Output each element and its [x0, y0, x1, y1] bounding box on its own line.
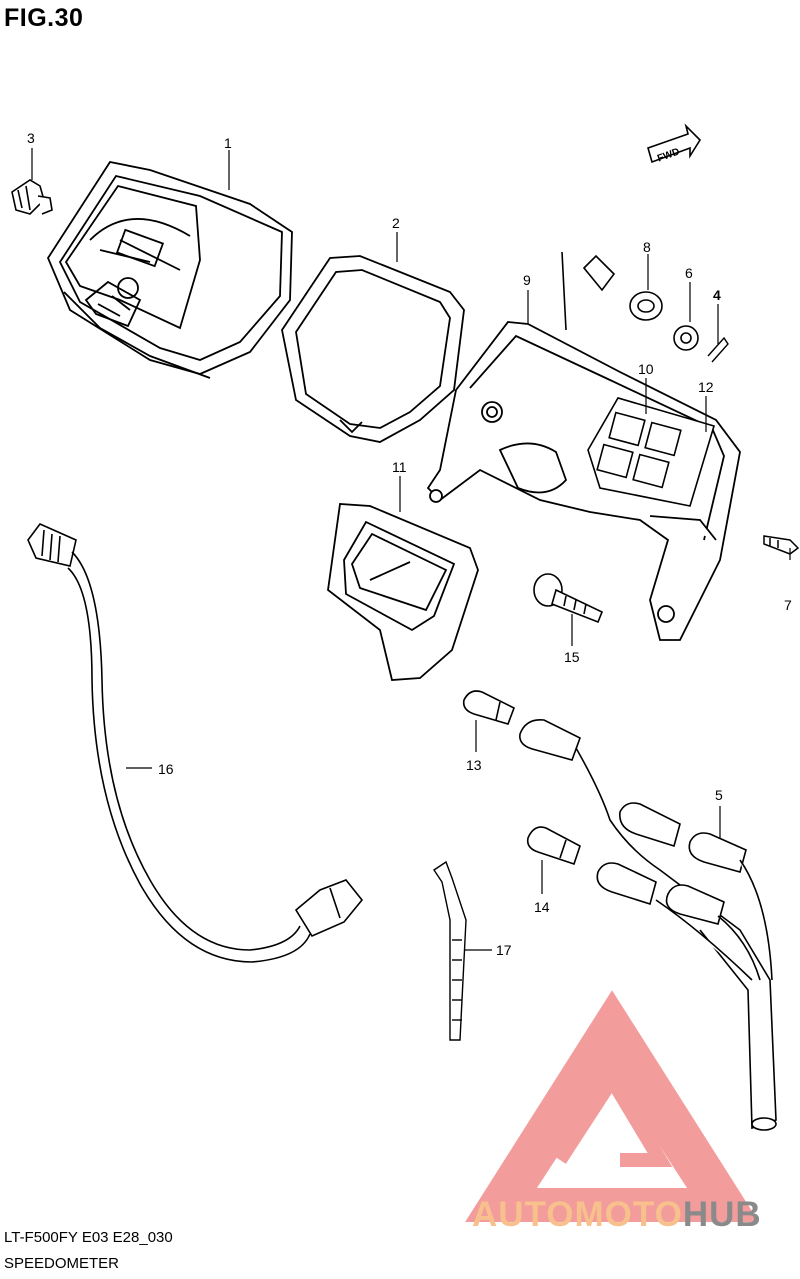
callout-labels: 1 2 3 4 5 6 7 8 9 10 11 12 13 14 15 16 1… — [27, 130, 792, 958]
model-code: LT-F500FY E03 E28_030 — [4, 1229, 173, 1246]
callout-10: 10 — [638, 361, 654, 377]
part-16-speedometer-cable — [27, 523, 364, 963]
part-10-indicator-panel — [587, 397, 715, 507]
part-14-bulb — [526, 826, 581, 866]
part-3-reset-knob — [11, 179, 53, 215]
section-name: SPEEDOMETER — [4, 1255, 120, 1272]
watermark-logo — [465, 990, 759, 1222]
callout-6: 6 — [685, 265, 693, 281]
part-5-wiring-harness — [519, 718, 777, 1131]
watermark-brand-text: AUTOMOTOHUB — [472, 1195, 762, 1235]
part-1-speedometer-gauge — [46, 160, 293, 379]
callout-17: 17 — [496, 942, 512, 958]
callout-2: 2 — [392, 215, 400, 231]
callout-5: 5 — [715, 787, 723, 803]
callout-4: 4 — [713, 287, 721, 303]
part-17-cable-tie — [433, 860, 467, 1041]
callout-leaders — [31, 148, 791, 951]
callout-7: 7 — [784, 597, 792, 613]
part-7-screw — [763, 535, 800, 555]
callout-16: 16 — [158, 761, 174, 777]
watermark-text-hub: HUB — [682, 1195, 762, 1234]
part-8-grommet — [629, 291, 663, 321]
part-6-washer — [673, 325, 699, 351]
callout-12: 12 — [698, 379, 714, 395]
part-11-lcd-display — [327, 503, 479, 681]
bulb-socket-small — [561, 251, 616, 331]
callout-1: 1 — [224, 135, 232, 151]
watermark-text-automoto: AUTOMOTO — [472, 1195, 683, 1234]
fwd-arrow-icon: FWD — [647, 123, 702, 165]
part-2-gasket — [281, 255, 465, 443]
part-4-clip — [707, 336, 729, 363]
callout-3: 3 — [27, 130, 35, 146]
callout-9: 9 — [523, 272, 531, 288]
part-13-bulb — [462, 690, 516, 725]
callout-15: 15 — [564, 649, 580, 665]
callout-13: 13 — [466, 757, 482, 773]
part-15-bolt — [533, 573, 604, 624]
callout-8: 8 — [643, 239, 651, 255]
callout-14: 14 — [534, 899, 550, 915]
figure-title: FIG.30 — [4, 4, 84, 32]
callout-11: 11 — [392, 459, 407, 475]
